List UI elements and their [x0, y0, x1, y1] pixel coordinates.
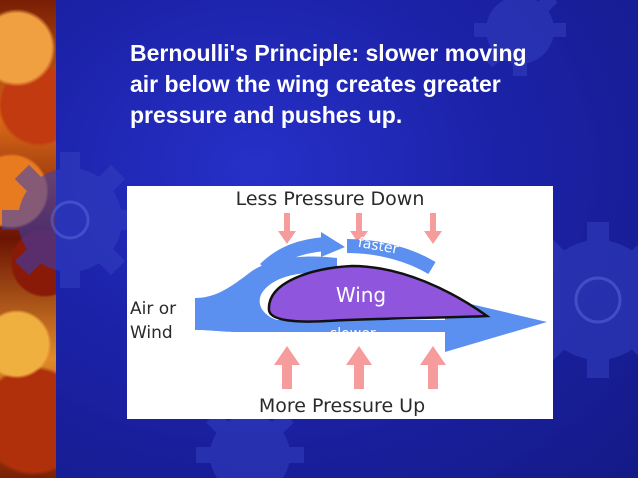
down-arrow-icon	[424, 213, 442, 244]
gear-icon	[2, 152, 138, 288]
air-label: Air or	[130, 299, 176, 319]
pressure-up-arrows	[274, 346, 446, 389]
more-pressure-label: More Pressure Up	[259, 395, 425, 417]
up-arrow-icon	[274, 346, 300, 389]
slide-title: Bernoulli's Principle: slower moving air…	[130, 38, 570, 131]
main-airflow-arrow	[195, 256, 547, 352]
faster-label: faster	[357, 235, 400, 258]
title-line-1: Bernoulli's Principle: slower moving	[130, 40, 527, 66]
slower-label: slower	[330, 326, 376, 342]
pressure-down-arrows	[278, 213, 442, 244]
down-arrow-icon	[278, 213, 296, 244]
wind-label: Wind	[130, 323, 173, 343]
bernoulli-wing-diagram: Less Pressure Down	[127, 186, 553, 419]
less-pressure-label: Less Pressure Down	[236, 188, 425, 210]
title-line-2: air below the wing creates greater	[130, 71, 501, 97]
up-arrow-icon	[420, 346, 446, 389]
title-line-3: pressure and pushes up.	[130, 102, 403, 128]
wing-label: Wing	[336, 283, 386, 307]
down-arrow-icon	[350, 213, 368, 244]
wing-shape	[267, 264, 491, 323]
up-arrow-icon	[346, 346, 372, 389]
